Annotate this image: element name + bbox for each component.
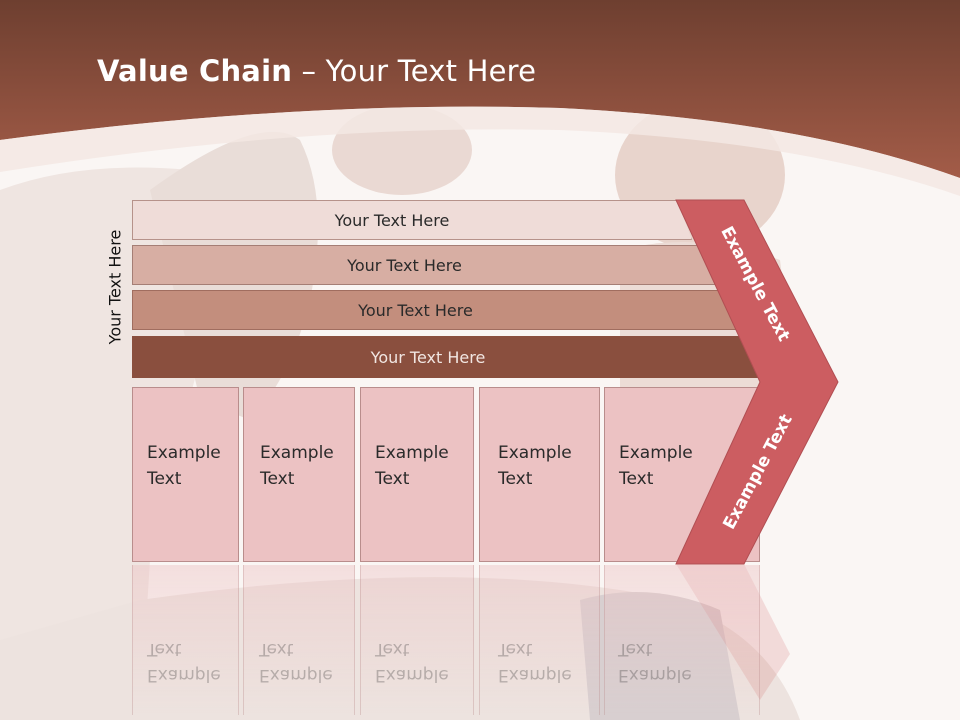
- box-line-1: Example: [498, 443, 572, 463]
- reflection-1: [132, 565, 239, 715]
- value-bar-1: Your Text Here: [132, 200, 692, 240]
- reflection-4: [479, 565, 600, 715]
- reflection-3: [360, 565, 474, 715]
- slide-title: Value Chain – Your Text Here: [97, 54, 536, 88]
- box-line-1: Example: [375, 443, 449, 463]
- box-line-2: Text: [498, 469, 533, 489]
- value-bar-2: Your Text Here: [132, 245, 717, 285]
- box-line-1: Example: [619, 443, 693, 463]
- box-line-2: Text: [619, 469, 654, 489]
- value-bar-3: Your Text Here: [132, 290, 739, 330]
- box-line-1: Example: [260, 443, 334, 463]
- value-bar-label: Your Text Here: [370, 347, 486, 367]
- box-line-2: Text: [375, 469, 410, 489]
- reflection-2: [243, 565, 355, 715]
- reflection-5: [604, 565, 760, 715]
- title-bold: Value Chain: [97, 54, 293, 88]
- box-line-1: Example: [147, 443, 221, 463]
- value-bar-label: Your Text Here: [347, 255, 462, 275]
- value-bar-4: Your Text Here: [132, 336, 764, 378]
- box-line-2: Text: [147, 469, 182, 489]
- value-bar-label: Your Text Here: [334, 210, 450, 230]
- box-line-2: Text: [260, 469, 295, 489]
- value-bar-label: Your Text Here: [358, 300, 473, 320]
- title-rest: – Your Text Here: [292, 54, 537, 88]
